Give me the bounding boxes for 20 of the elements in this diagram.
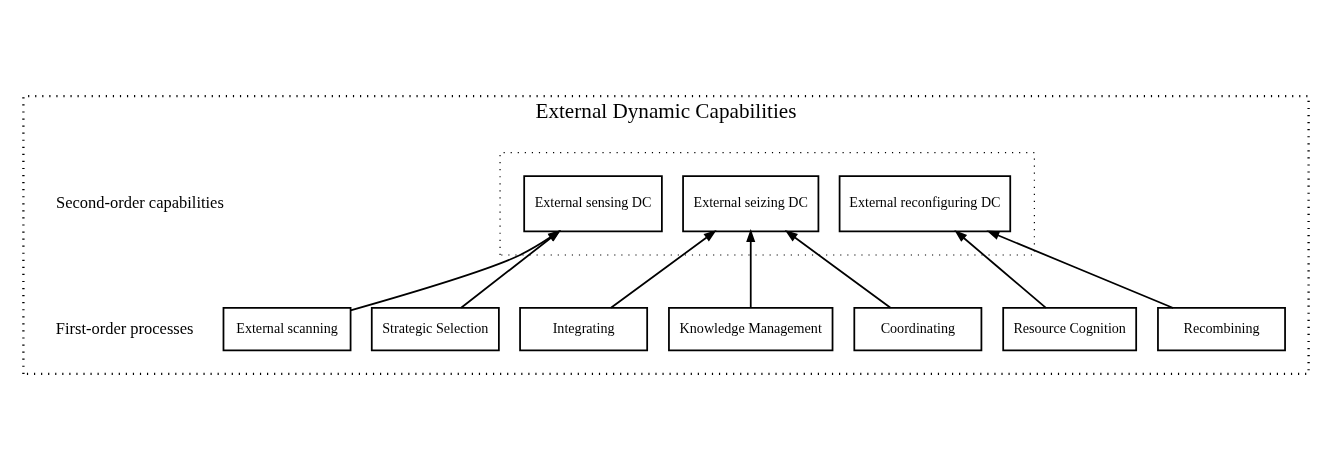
arrow [954,229,1047,309]
node-box: External sensing DC [523,175,663,233]
node-box: Strategic Selection [370,307,500,352]
arrow [610,230,717,309]
arrow [784,230,892,309]
arrow [349,230,561,312]
arrow [460,230,561,309]
node-box: External reconfiguring DC [838,175,1012,233]
node-box: Recombining [1157,307,1286,352]
node-box: Knowledge Management [668,307,834,352]
label: Second-order capabilities [56,193,224,213]
node-box: Resource Cognition [1002,307,1138,352]
label: First-order processes [55,318,194,338]
node-box: External scanning [222,307,352,352]
node-box: Coordinating [853,307,983,352]
arrow [986,230,1175,309]
node-box: Integrating [519,307,649,352]
node-box: External seizing DC [682,175,820,233]
arrow [746,229,756,309]
cluster [499,152,1035,256]
